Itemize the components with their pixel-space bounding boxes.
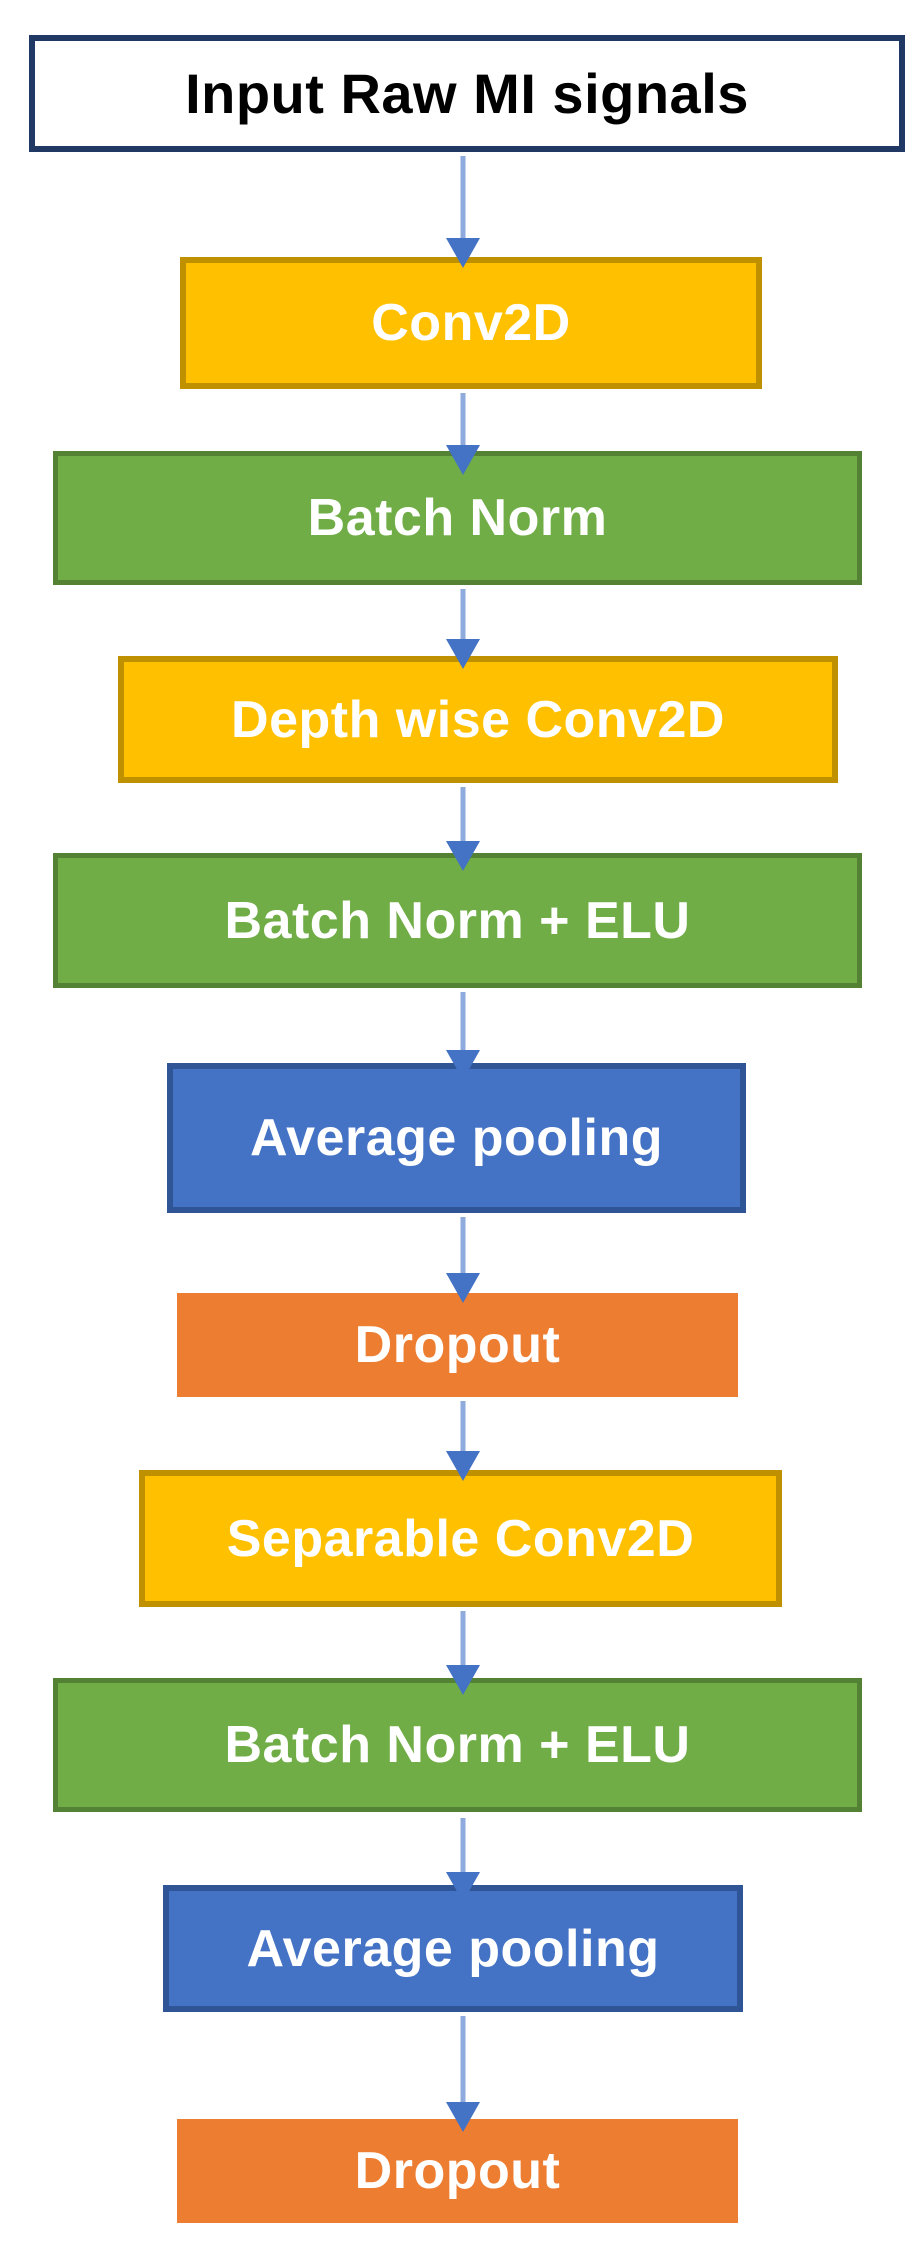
node-label: Average pooling xyxy=(250,1109,663,1167)
node-label: Depth wise Conv2D xyxy=(231,690,725,749)
arrow-head xyxy=(446,841,480,871)
arrow-stem xyxy=(460,992,466,1054)
node-average-pooling-2: Average pooling xyxy=(163,1885,743,2012)
node-label: Input Raw MI signals xyxy=(185,62,749,125)
down-arrow-icon xyxy=(443,1818,483,1902)
arrow-head xyxy=(446,2102,480,2132)
arrow-stem xyxy=(460,1611,466,1669)
arrow-stem xyxy=(460,1401,466,1455)
down-arrow-icon xyxy=(443,156,483,268)
down-arrow-icon xyxy=(443,1401,483,1481)
arrow-head xyxy=(446,445,480,475)
node-label: Average pooling xyxy=(246,1919,660,1978)
node-label: Separable Conv2D xyxy=(226,1509,695,1568)
down-arrow-icon xyxy=(443,992,483,1080)
down-arrow-icon xyxy=(443,787,483,871)
down-arrow-icon xyxy=(443,1217,483,1303)
node-dropout-2: Dropout xyxy=(177,2119,738,2223)
node-average-pooling-1: Average pooling xyxy=(167,1063,746,1213)
arrow-head xyxy=(446,1273,480,1303)
node-label: Dropout xyxy=(354,2142,561,2200)
arrow-head xyxy=(446,1872,480,1902)
node-depthwise-conv2d: Depth wise Conv2D xyxy=(118,656,838,783)
node-label: Conv2D xyxy=(371,294,571,352)
arrow-stem xyxy=(460,589,466,643)
arrow-stem xyxy=(460,1217,466,1277)
node-batch-norm-elu-2: Batch Norm + ELU xyxy=(53,1678,862,1812)
down-arrow-icon xyxy=(443,589,483,669)
node-label: Batch Norm xyxy=(307,489,608,547)
arrow-stem xyxy=(460,393,466,449)
node-batch-norm-elu-1: Batch Norm + ELU xyxy=(53,853,862,988)
down-arrow-icon xyxy=(443,393,483,475)
arrow-stem xyxy=(460,2016,466,2106)
node-conv2d: Conv2D xyxy=(180,257,762,389)
node-label: Dropout xyxy=(354,1316,561,1374)
arrow-head xyxy=(446,1050,480,1080)
node-label: Batch Norm + ELU xyxy=(224,891,691,950)
node-label: Batch Norm + ELU xyxy=(224,1716,691,1774)
down-arrow-icon xyxy=(443,1611,483,1695)
arrow-head xyxy=(446,1451,480,1481)
arrow-head xyxy=(446,238,480,268)
node-dropout-1: Dropout xyxy=(177,1293,738,1397)
node-separable-conv2d: Separable Conv2D xyxy=(139,1470,782,1607)
arrow-stem xyxy=(460,1818,466,1876)
node-input-raw-mi-signals: Input Raw MI signals xyxy=(29,35,905,152)
arrow-head xyxy=(446,639,480,669)
arrow-stem xyxy=(460,787,466,845)
down-arrow-icon xyxy=(443,2016,483,2132)
arrow-head xyxy=(446,1665,480,1695)
arrow-stem xyxy=(460,156,466,242)
